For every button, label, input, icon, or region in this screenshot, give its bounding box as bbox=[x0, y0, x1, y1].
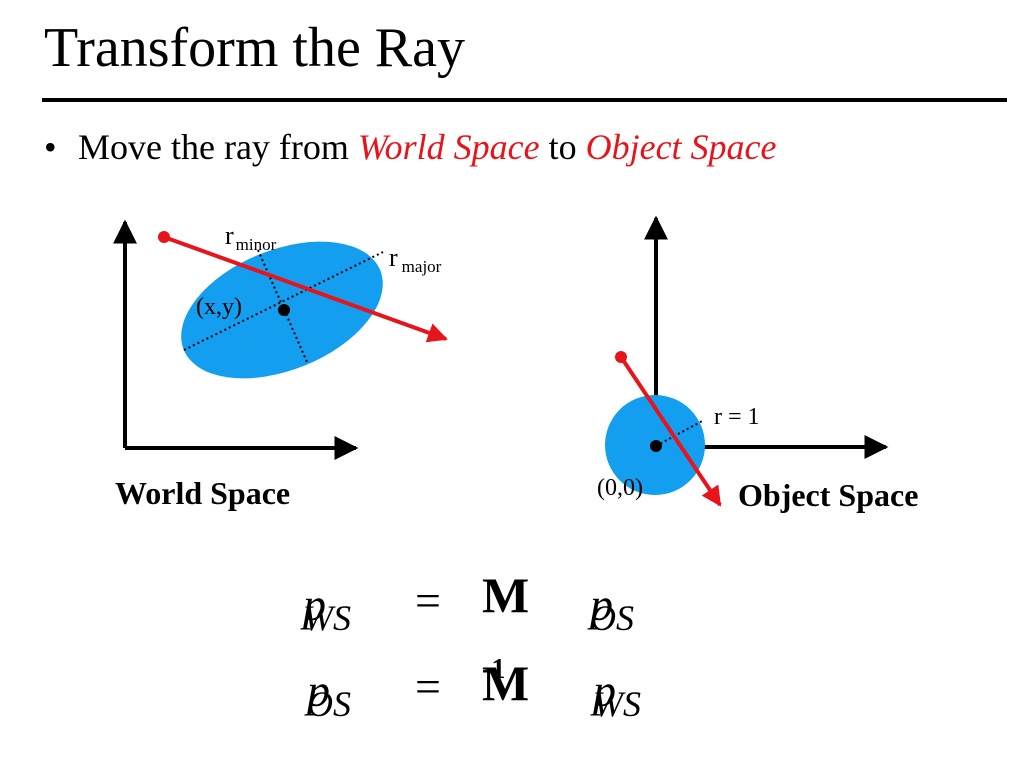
bullet-marker: • bbox=[44, 127, 57, 167]
eq2-matrix: M bbox=[482, 655, 530, 711]
bullet-prefix: Move the ray from bbox=[78, 127, 358, 167]
eq1-lhs-sub: WS bbox=[303, 598, 351, 638]
eq2-rhs: p bbox=[593, 665, 616, 716]
world-ray-origin bbox=[158, 231, 170, 243]
world-center-dot bbox=[278, 304, 290, 316]
eq1-rhs-sub: OS bbox=[590, 598, 634, 638]
origin-dot bbox=[650, 440, 662, 452]
eq1-rhs: p bbox=[590, 579, 613, 630]
bullet-point: • Move the ray from World Space to Object… bbox=[44, 127, 777, 168]
object-ray bbox=[619, 355, 722, 507]
slide-title: Transform the Ray bbox=[44, 17, 466, 79]
object-ray-origin bbox=[615, 351, 627, 363]
object-space-label: Object Space bbox=[738, 477, 918, 513]
eq2-equals: = bbox=[415, 661, 441, 712]
bullet-middle: to bbox=[539, 127, 586, 167]
world-ray bbox=[163, 235, 448, 343]
eq2-rhs-sub: WS bbox=[593, 684, 641, 724]
eq1-equals: = bbox=[415, 575, 441, 626]
radius-line bbox=[655, 419, 705, 447]
object-space-diagram: r = 1 (0,0) Object Space bbox=[597, 215, 918, 513]
radius-label: r = 1 bbox=[714, 404, 760, 430]
eq2-lhs-sub: OS bbox=[307, 684, 351, 724]
world-space-label: World Space bbox=[115, 475, 290, 511]
origin-label: (0,0) bbox=[597, 475, 643, 501]
major-axis-line bbox=[183, 251, 384, 351]
eq2-matrix-sup: -1 bbox=[482, 654, 506, 685]
object-space-highlight: Object Space bbox=[585, 127, 777, 167]
center-label: (x,y) bbox=[196, 294, 242, 320]
eq1-lhs: p bbox=[303, 579, 326, 630]
world-space-highlight: World Space bbox=[357, 127, 540, 167]
eq2-lhs: p bbox=[307, 665, 330, 716]
eq1-matrix: M bbox=[482, 567, 530, 623]
title-rule bbox=[42, 98, 1007, 102]
